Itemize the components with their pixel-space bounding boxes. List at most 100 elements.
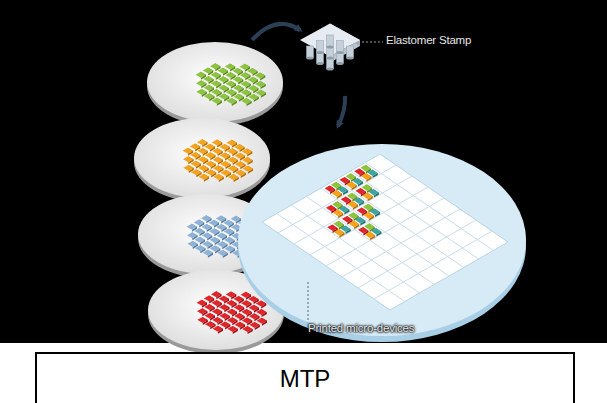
micro-chip: [212, 317, 222, 323]
micro-chip: [203, 250, 213, 256]
micro-chip: [248, 77, 258, 83]
micro-chip: [217, 233, 227, 239]
micro-chip: [201, 224, 211, 230]
micro-chip: [227, 140, 237, 146]
micro-chip: [367, 169, 377, 176]
part-label: Elastomer Stamp: [386, 34, 471, 46]
stamp-post-tip: [317, 62, 324, 65]
micro-chip: [191, 169, 201, 175]
micro-chip: [205, 161, 215, 167]
micro-chip: [218, 76, 228, 82]
micro-chip: [205, 144, 215, 150]
micro-chip: [362, 184, 372, 191]
micro-chip: [224, 237, 234, 243]
caption-box: MTP: [35, 352, 575, 403]
micro-chip: [242, 317, 252, 323]
micro-chip: [226, 81, 236, 87]
micro-chip: [213, 174, 223, 180]
micro-chip: [340, 225, 350, 232]
grid-line: [326, 198, 444, 266]
micro-chip: [196, 72, 206, 78]
micro-chip: [233, 76, 243, 82]
micro-chip: [248, 94, 258, 100]
micro-chip: [218, 68, 228, 74]
micro-chip: [212, 98, 222, 104]
grid-line: [342, 209, 460, 277]
micro-chip: [209, 220, 219, 226]
micro-chip: [227, 157, 237, 163]
micro-chip: [211, 291, 221, 297]
micro-chip: [211, 300, 221, 306]
micro-chip: [213, 326, 223, 332]
micro-chip: [347, 193, 357, 200]
micro-chip: [183, 148, 193, 154]
grid-line: [374, 231, 492, 299]
stamp-post-tip: [317, 51, 324, 54]
micro-chip: [240, 81, 250, 87]
micro-chip: [241, 98, 251, 104]
stamp-post: [337, 52, 344, 64]
micro-chip: [221, 170, 231, 176]
micro-chip: [241, 292, 251, 298]
leader-line: [362, 42, 383, 43]
micro-chip: [348, 212, 358, 219]
micro-chip: [338, 186, 348, 193]
micro-chip: [209, 237, 219, 243]
chip-array: [196, 63, 266, 106]
micro-chip: [210, 63, 220, 69]
micro-chip: [196, 89, 206, 95]
chip-array: [183, 139, 253, 182]
micro-chip: [234, 144, 244, 150]
stamp-post: [337, 41, 344, 53]
micro-chip: [234, 94, 244, 100]
micro-chip: [227, 148, 237, 154]
micro-chip: [218, 85, 228, 91]
chip-array: [197, 291, 267, 334]
micro-chip: [194, 219, 204, 225]
micro-chip: [228, 174, 238, 180]
micro-chip: [195, 245, 205, 251]
micro-chip: [227, 317, 237, 323]
micro-chip: [235, 161, 245, 167]
micro-chip: [212, 148, 222, 154]
micro-chip: [257, 318, 267, 324]
target-wafer: [238, 144, 526, 342]
stamp-post: [327, 35, 334, 47]
micro-chip: [226, 300, 236, 306]
micro-chip: [248, 296, 258, 302]
micro-chip: [355, 217, 365, 224]
stamp-post-tip: [327, 67, 334, 70]
micro-chip: [197, 300, 207, 306]
wafer: [147, 42, 283, 122]
micro-chip: [190, 143, 200, 149]
micro-chip: [255, 81, 265, 87]
micro-chip: [223, 220, 233, 226]
micro-chip: [183, 165, 193, 171]
micro-chip: [201, 215, 211, 221]
wafer: [238, 144, 526, 336]
micro-chip: [187, 241, 197, 247]
micro-chip: [210, 245, 220, 251]
micro-chip: [219, 144, 229, 150]
stamp-post: [317, 41, 324, 53]
micro-chip: [202, 241, 212, 247]
micro-chip: [219, 93, 229, 99]
wafer: [134, 118, 270, 198]
stamp-post-tip: [327, 45, 334, 48]
micro-chip: [360, 165, 370, 172]
micro-chip: [234, 304, 244, 310]
pick-arrow: [252, 24, 300, 40]
stamp-post-tip: [347, 56, 354, 59]
micro-chip: [197, 139, 207, 145]
micro-chip: [233, 85, 243, 91]
micro-chip: [217, 241, 227, 247]
micro-chip: [346, 173, 356, 180]
micro-chip: [187, 224, 197, 230]
micro-chip: [224, 228, 234, 234]
micro-chip: [204, 295, 214, 301]
part-label: Printed micro-devices: [308, 322, 414, 334]
micro-chip: [235, 170, 245, 176]
micro-chip: [220, 152, 230, 158]
micro-chip: [198, 156, 208, 162]
